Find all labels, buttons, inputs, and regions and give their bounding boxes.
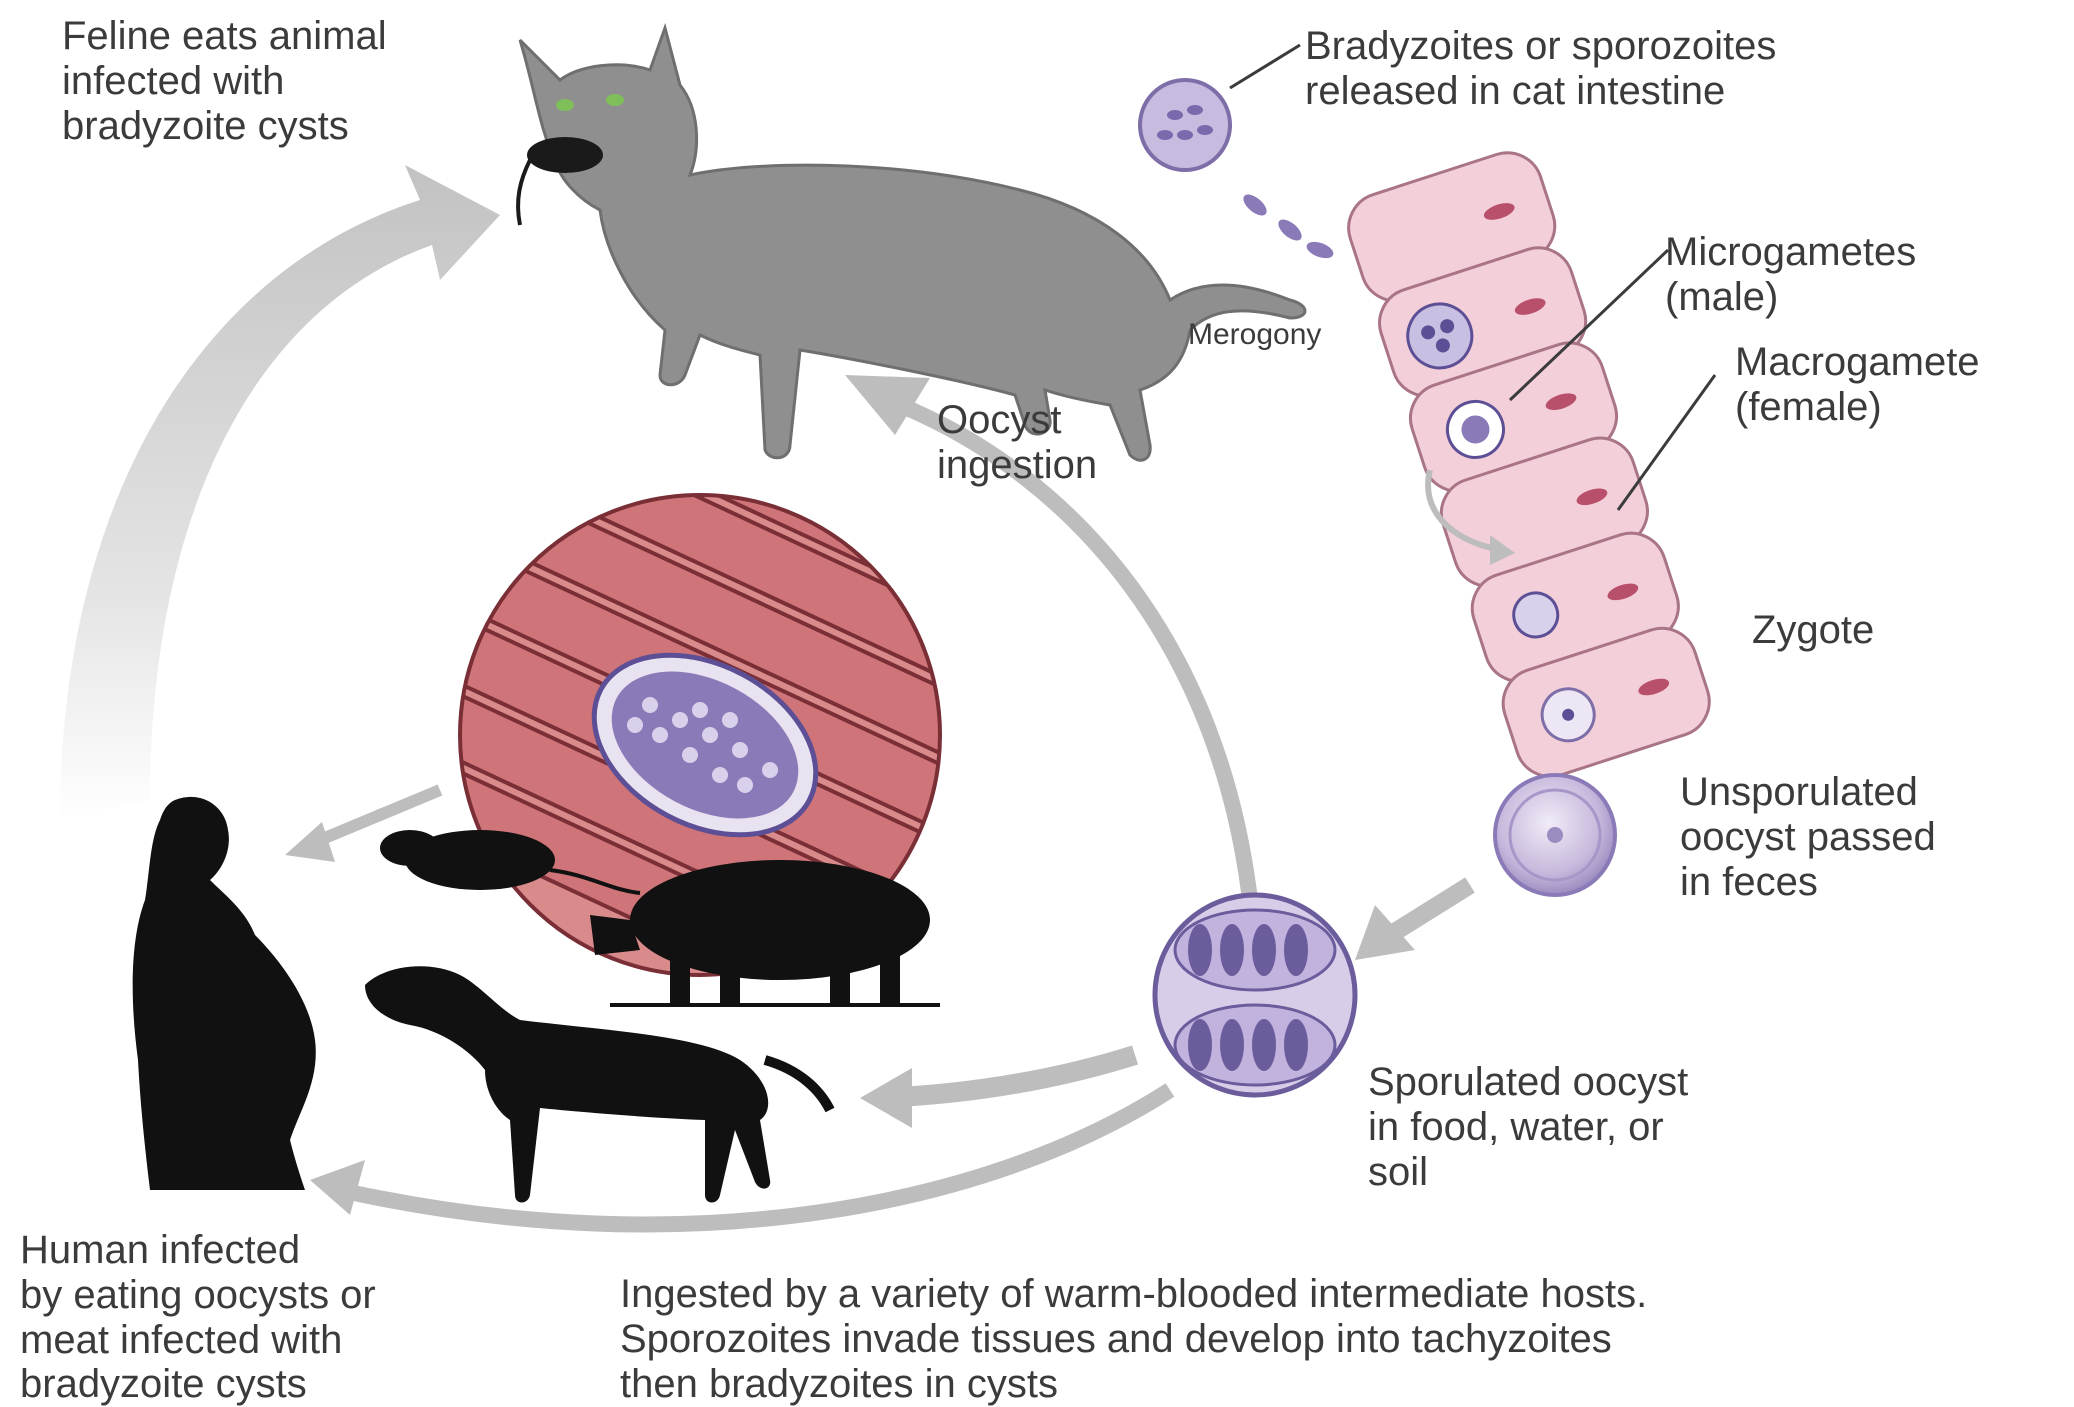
transmission-arrow-human-to-cat — [60, 165, 500, 820]
unsporulated-to-sporulated-arrow — [1355, 885, 1470, 960]
label-human-infected: Human infected by eating oocysts or meat… — [20, 1228, 376, 1407]
label-unsporulated-oocyst: Unsporulated oocyst passed in feces — [1680, 770, 1936, 904]
label-sporulated-oocyst: Sporulated oocyst in food, water, or soi… — [1368, 1060, 1688, 1194]
label-merogony: Merogony — [1188, 318, 1321, 352]
label-macrogamete: Macrogamete (female) — [1735, 340, 1980, 430]
intestinal-epithelium — [1340, 144, 1719, 786]
sporulated-to-hosts-arrow — [860, 1055, 1135, 1128]
label-microgametes: Microgametes (male) — [1665, 230, 1916, 320]
label-intermediate-hosts: Ingested by a variety of warm-blooded in… — [620, 1272, 1647, 1406]
label-feline-eats-animal: Feline eats animal infected with bradyzo… — [62, 14, 387, 148]
dog-silhouette — [365, 966, 830, 1202]
label-bradyzoites-released: Bradyzoites or sporozoites released in c… — [1305, 24, 1776, 114]
sporulated-oocyst — [1155, 895, 1355, 1095]
label-zygote: Zygote — [1752, 608, 1874, 653]
label-oocyst-ingestion: Oocyst ingestion — [937, 398, 1097, 488]
unsporulated-oocyst — [1495, 775, 1615, 895]
pregnant-woman-silhouette — [133, 797, 316, 1190]
